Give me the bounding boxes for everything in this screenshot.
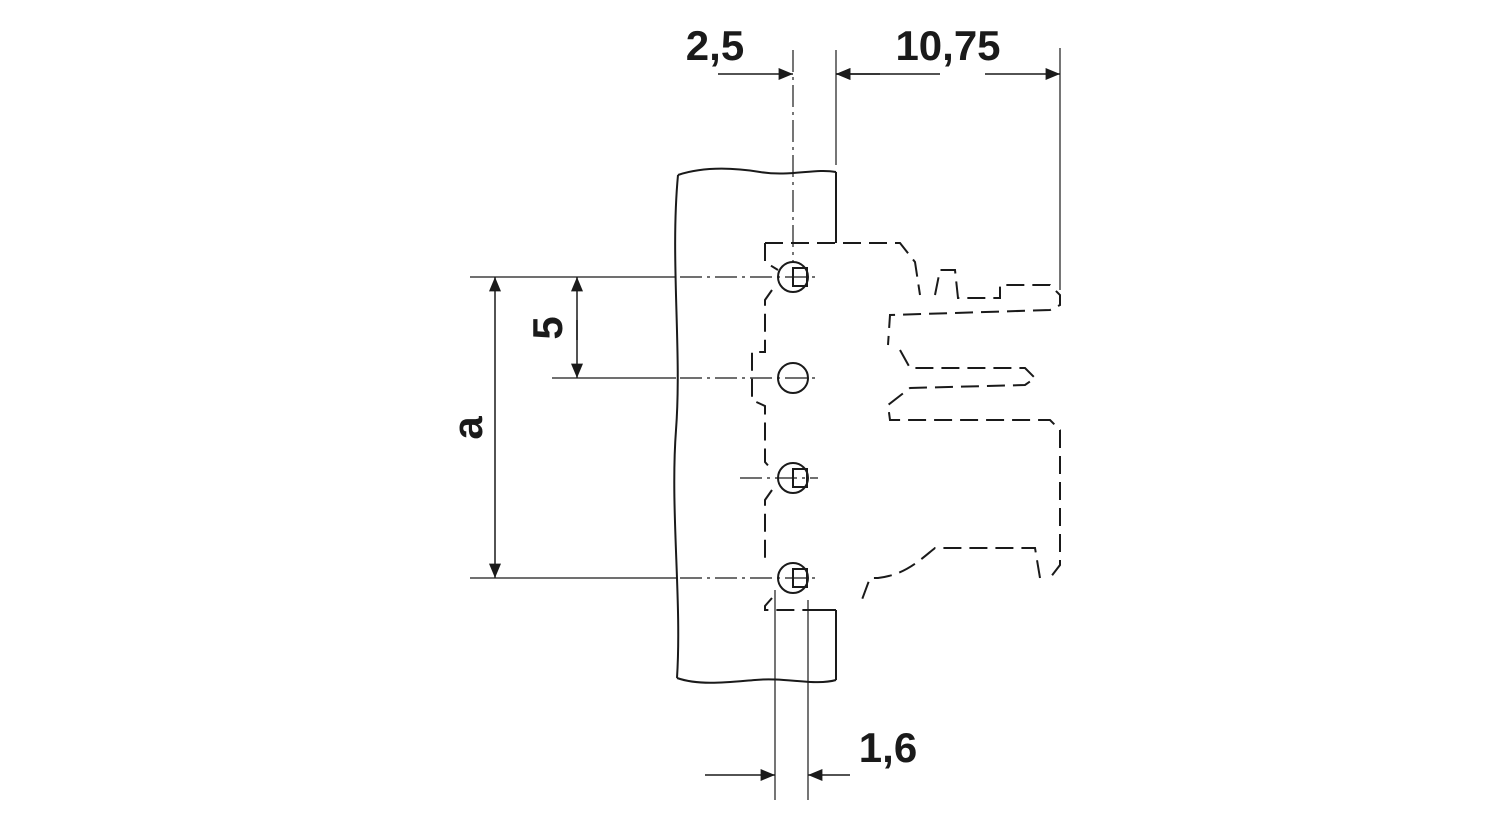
center-lines xyxy=(680,50,818,579)
label-2-5: 2,5 xyxy=(686,22,744,69)
pin-holes xyxy=(777,261,809,594)
label-10-75: 10,75 xyxy=(895,22,1000,69)
housing-mid-slot xyxy=(886,349,1061,579)
housing-bottom xyxy=(859,547,1041,606)
housing-top xyxy=(765,242,921,296)
housing-latch-top xyxy=(887,269,1061,346)
connector-housing xyxy=(751,242,1061,611)
label-a: a xyxy=(444,416,491,440)
board-left-break xyxy=(673,174,680,679)
dimension-lines xyxy=(489,68,1060,781)
label-1-6: 1,6 xyxy=(859,724,917,771)
extension-lines xyxy=(470,48,1061,800)
board-outline xyxy=(673,167,837,684)
housing-left-profile xyxy=(751,243,808,611)
board-bottom-break xyxy=(676,677,837,684)
board-top-break xyxy=(677,167,837,176)
pin-squares xyxy=(792,267,808,588)
label-5: 5 xyxy=(524,316,571,339)
